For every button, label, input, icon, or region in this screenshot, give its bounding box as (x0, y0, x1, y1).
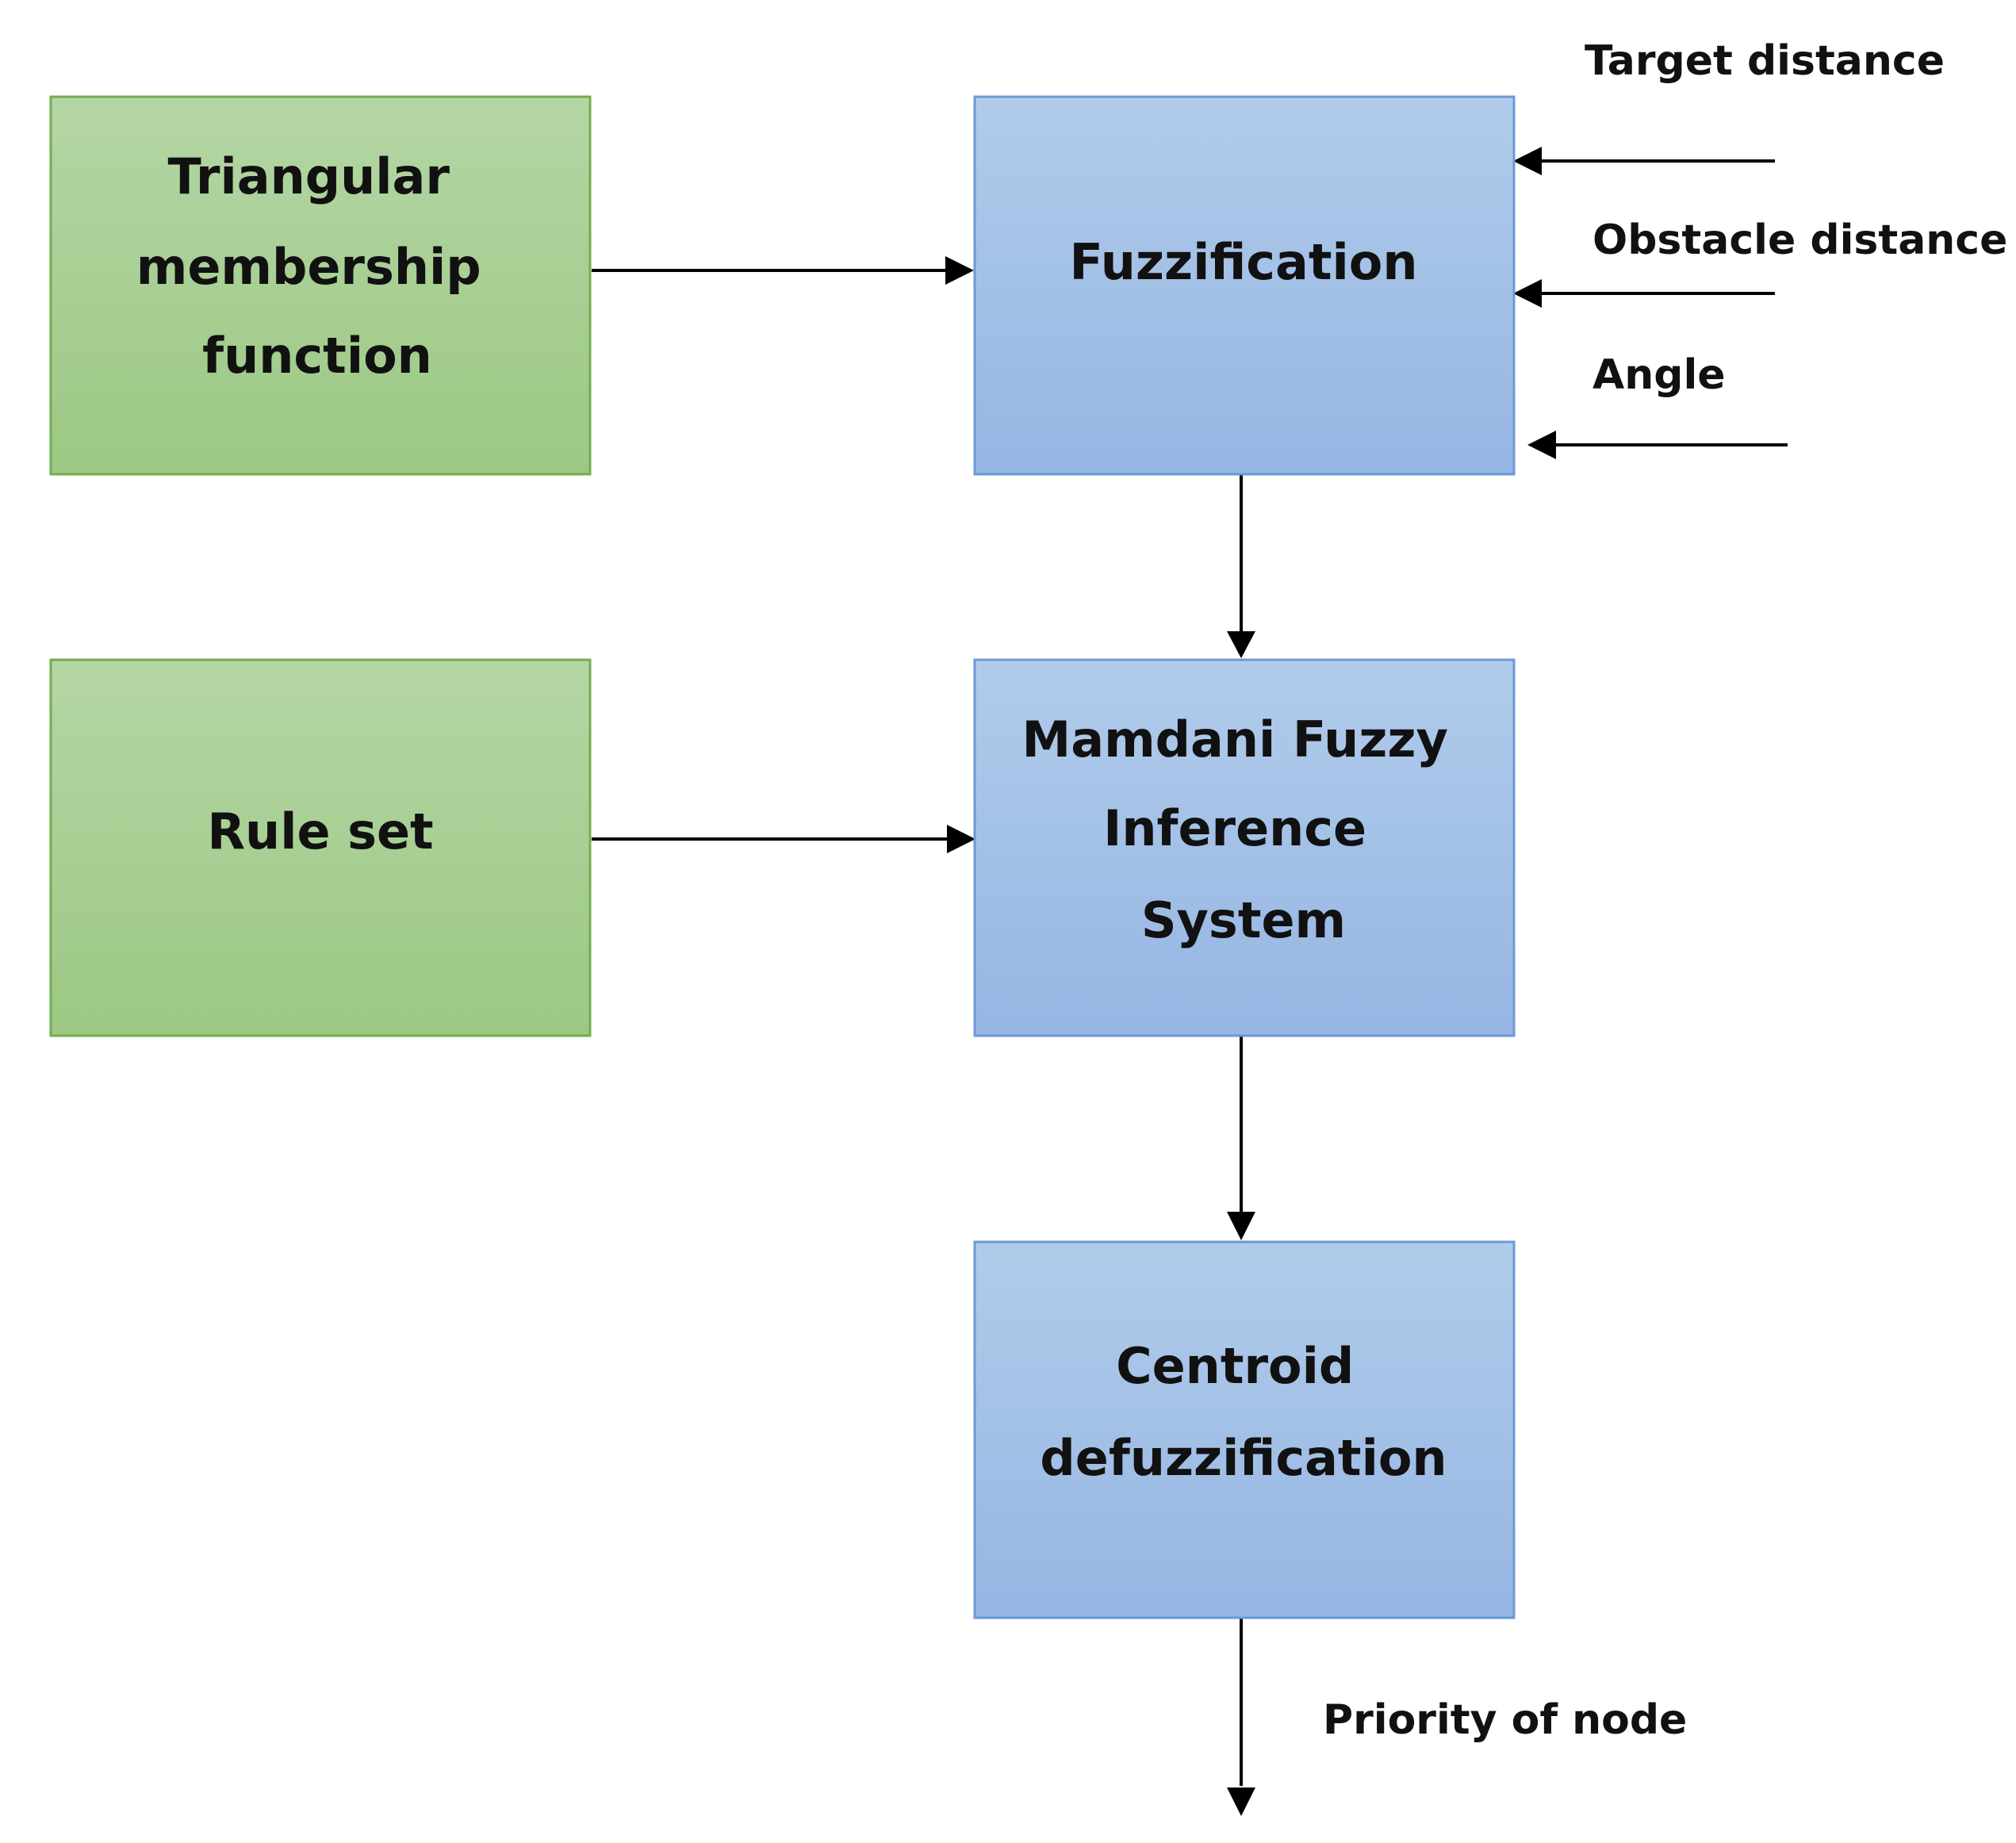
rule-set-box: Rule set (49, 658, 592, 1037)
arrowhead-to-fuzzification (945, 256, 974, 285)
svg-text:Triangular membership: Triangular membership function (136, 148, 499, 385)
target-distance-label: Target distance (1585, 37, 1945, 85)
arrowhead-obstacle-distance (1513, 279, 1542, 308)
arrowhead-to-inference-from-fuzzification (1227, 631, 1255, 658)
fuzzification-label: Fuzzification (1070, 233, 1418, 291)
priority-of-node-label: Priority of node (1323, 1696, 1687, 1744)
membership-line-3: function (202, 327, 432, 385)
arrowhead-output (1227, 1787, 1255, 1816)
arrowheads (945, 147, 1556, 1816)
inference-line-1: Mamdani Fuzzy (1022, 711, 1448, 768)
fuzzification-box: Fuzzification (973, 95, 1516, 476)
svg-text:Fuzzification: Fuzzification (1070, 233, 1418, 291)
defuzzification-box: Centroid defuzzification (973, 1240, 1516, 1619)
svg-text:Centroid defuzzification: Centroid defuzzification (1040, 1337, 1447, 1487)
inference-line-2: Inference (1103, 799, 1366, 857)
svg-text:Rule set: Rule set (207, 803, 433, 860)
connectors (592, 159, 1788, 1786)
arrowhead-to-inference-from-ruleset (947, 825, 975, 853)
svg-text:Mamdani Fuzzy Inference: Mamdani Fuzzy Inference System (1022, 711, 1466, 949)
inference-line-3: System (1141, 891, 1346, 949)
membership-function-box: Triangular membership function (49, 95, 592, 476)
arrowhead-angle (1527, 431, 1556, 459)
obstacle-distance-label: Obstacle distance (1592, 216, 2007, 264)
angle-label: Angle (1592, 351, 1726, 399)
membership-line-2: membership (136, 238, 481, 296)
membership-line-1: Triangular (167, 148, 450, 205)
defuzzification-line-2: defuzzification (1040, 1429, 1447, 1487)
arrowhead-to-defuzzification (1227, 1212, 1255, 1240)
arrowhead-target-distance (1513, 147, 1542, 175)
rule-set-label: Rule set (207, 803, 433, 860)
defuzzification-line-1: Centroid (1116, 1337, 1354, 1395)
inference-system-box: Mamdani Fuzzy Inference System (973, 658, 1516, 1037)
